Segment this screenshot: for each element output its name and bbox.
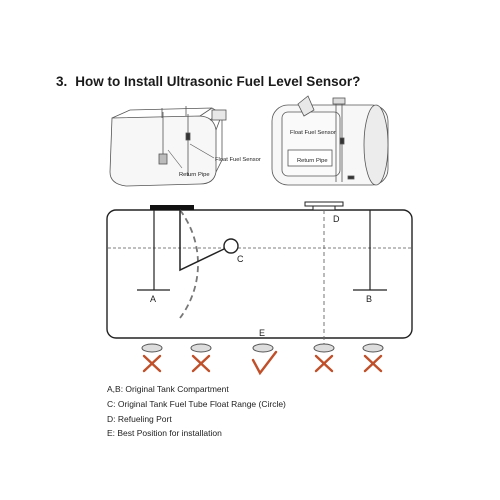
cross-icon: [363, 354, 383, 373]
sensor-pad-4: [313, 343, 335, 353]
check-icon: [251, 350, 278, 376]
label-e: E: [259, 328, 265, 338]
legend: A,B: Original Tank Compartment C: Origin…: [107, 382, 286, 441]
left-tank-illustration: [109, 106, 227, 187]
float-arm: [179, 210, 225, 272]
sensor-pad-3: [252, 343, 274, 353]
label-a: A: [150, 294, 156, 304]
legend-item-c: C: Original Tank Fuel Tube Float Range (…: [107, 398, 286, 409]
sensor-pad-2: [190, 343, 212, 353]
cross-icon: [191, 354, 211, 373]
left-float-sensor-label: Float Fuel Sensor: [215, 157, 261, 163]
section-number: 3.: [56, 74, 68, 89]
refueling-port-cap: [304, 201, 344, 207]
cross-icon: [142, 354, 162, 373]
float-ball: [223, 238, 239, 254]
top-flange: [150, 205, 194, 210]
left-return-pipe-label: Return Pipe: [179, 172, 210, 178]
legend-item-d: D: Refueling Port: [107, 413, 172, 424]
refueling-port-neck: [312, 205, 336, 211]
section-title: How to Install Ultrasonic Fuel Level Sen…: [75, 74, 361, 89]
main-tank-diagram: [106, 201, 413, 353]
right-float-sensor-label: Float Fuel Sensor: [290, 130, 336, 136]
float-range-arc: [179, 209, 199, 319]
legend-item-ab: A,B: Original Tank Compartment: [107, 384, 229, 394]
label-d: D: [333, 214, 340, 224]
section-heading: 3. How to Install Ultrasonic Fuel Level S…: [56, 74, 360, 89]
label-c: C: [237, 254, 244, 264]
label-b: B: [366, 294, 372, 304]
right-return-pipe-label: Return Pipe: [297, 158, 328, 164]
sensor-pad-5: [362, 343, 384, 353]
tank-body: [106, 209, 413, 339]
right-tank-illustration: [271, 95, 389, 186]
sensor-pad-1: [141, 343, 163, 353]
cross-icon: [314, 354, 334, 373]
legend-item-e: E: Best Position for installation: [107, 428, 222, 439]
